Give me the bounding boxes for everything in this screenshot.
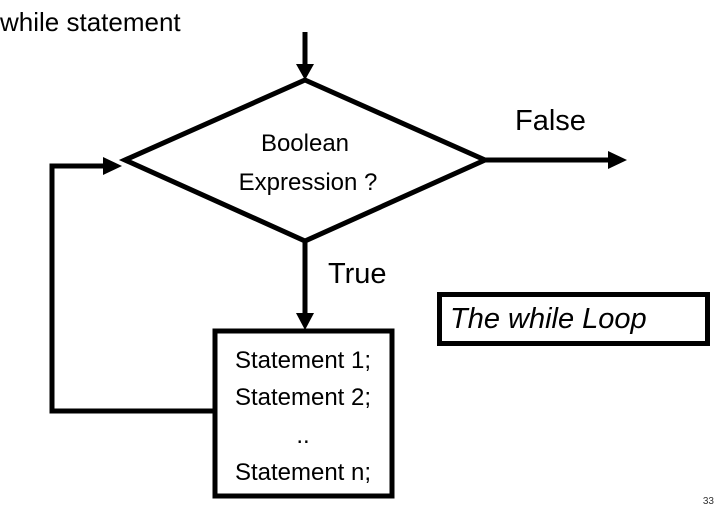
decision-text-line1: Boolean bbox=[261, 130, 349, 157]
entry-arrowhead bbox=[296, 64, 314, 80]
caption-box: The while Loop bbox=[437, 292, 710, 346]
statement-ellipsis: .. bbox=[296, 422, 309, 449]
false-arrowhead bbox=[608, 151, 627, 169]
decision-text-line2: Expression ? bbox=[239, 169, 378, 196]
statement-line-n: Statement n; bbox=[235, 459, 371, 486]
slide-heading: while statement bbox=[0, 7, 181, 37]
statements-box bbox=[212, 328, 395, 499]
statement-line-1: Statement 1; bbox=[235, 347, 371, 374]
true-label: True bbox=[328, 258, 387, 290]
false-label: False bbox=[515, 105, 586, 137]
statement-line-2: Statement 2; bbox=[235, 384, 371, 411]
true-arrowhead bbox=[296, 313, 314, 330]
caption-text: The while Loop bbox=[450, 303, 647, 335]
loop-back-arrowhead bbox=[103, 157, 122, 175]
page-number: 33 bbox=[702, 496, 714, 507]
decision-diamond bbox=[118, 77, 492, 244]
loop-back-line bbox=[49, 163, 215, 414]
